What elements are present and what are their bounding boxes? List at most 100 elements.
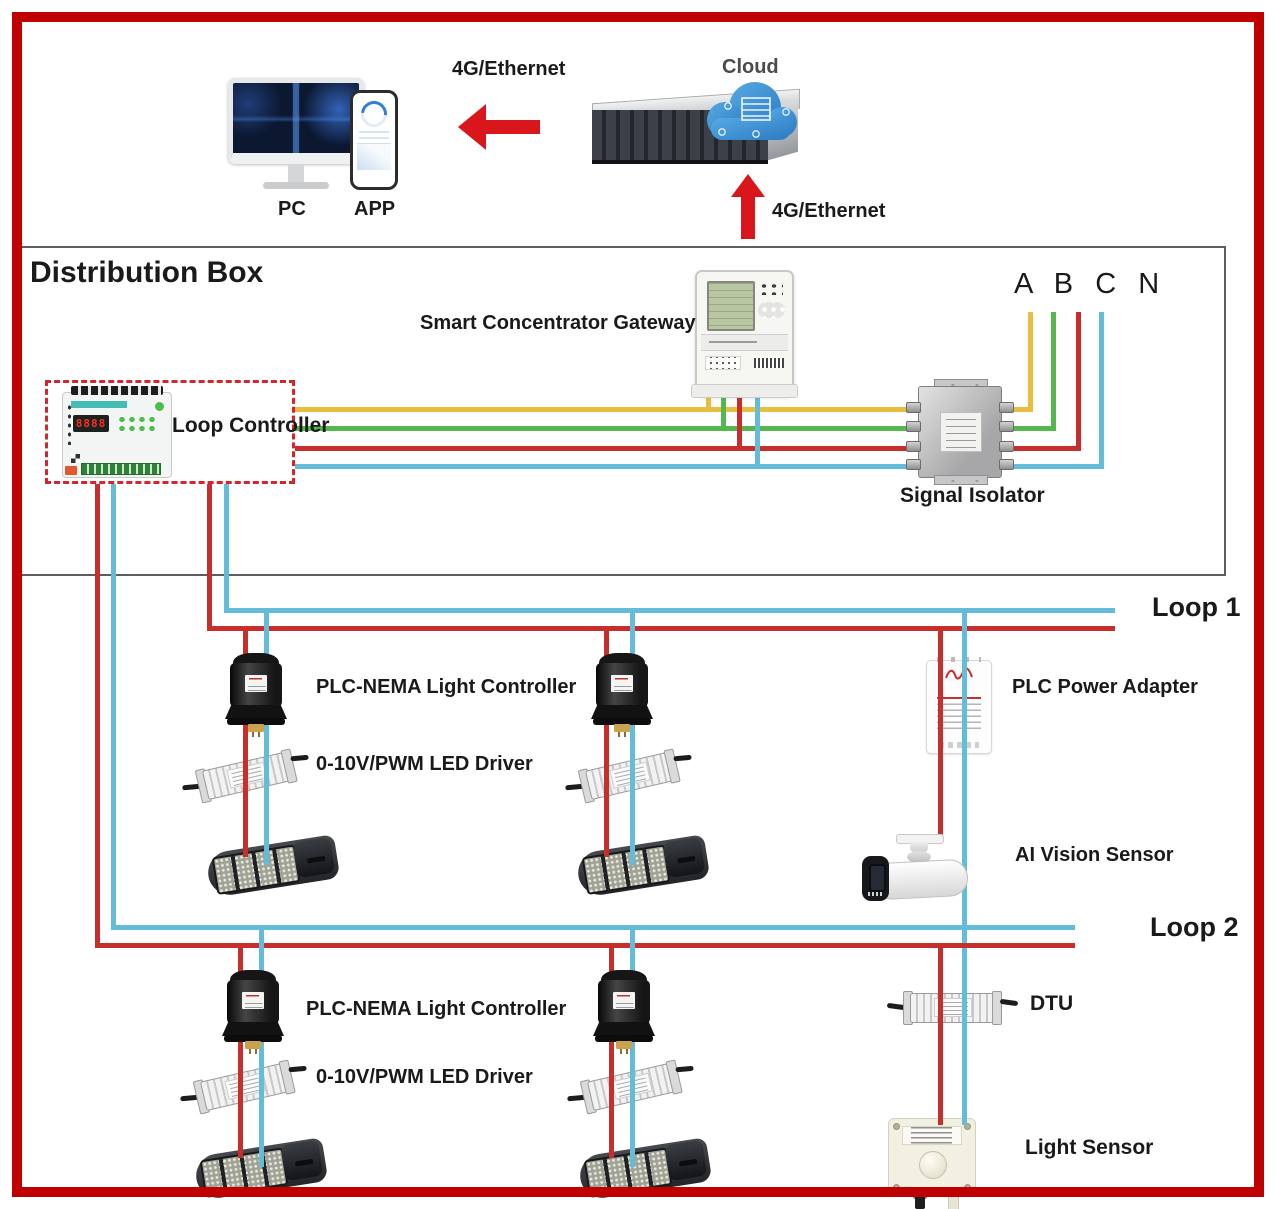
nema-connector: [248, 724, 264, 732]
driver-cable: [673, 754, 692, 762]
wire-phase-c-bus: [295, 446, 924, 451]
up-arrow-shaft: [741, 195, 755, 239]
nema-cap: [230, 970, 276, 982]
gateway-label: Smart Concentrator Gateway: [420, 312, 696, 334]
sensor-screw: [893, 1123, 900, 1130]
app-text-line: [359, 137, 389, 139]
gateway-terminal-cover: [691, 384, 798, 398]
nema-base: [593, 718, 651, 725]
loop-controller-power-button: [155, 402, 164, 411]
nema-base: [224, 1035, 282, 1042]
wire-loop1-blue-feed: [224, 484, 229, 612]
wire-loop1-red-feed: [207, 484, 212, 630]
sensor-screw: [964, 1184, 971, 1191]
wire-feeder-n-elbow: [1002, 464, 1104, 469]
isolator-port: [906, 459, 921, 470]
isolator-bottom-flange: [934, 475, 988, 485]
loop1-drop-red-b: [604, 631, 609, 857]
isolator-port: [999, 459, 1014, 470]
nema-prongs: [620, 1049, 628, 1054]
wire-gateway-phase-a: [706, 390, 711, 412]
wire-loop2-blue-feed: [111, 484, 116, 929]
loop2-label: Loop 2: [1150, 912, 1239, 942]
wire-feeder-n: [1099, 312, 1104, 469]
wire-phase-a-bus: [295, 407, 924, 412]
gateway-label-strip: [701, 334, 788, 351]
loop2-line-blue: [111, 925, 1075, 930]
wan-left-label: 4G/Ethernet: [452, 58, 566, 80]
nema-light-controller: [225, 653, 287, 737]
loop-controller-label: Loop Controller: [172, 414, 330, 437]
nema-prongs: [249, 1049, 257, 1054]
driver-cable: [288, 1065, 307, 1073]
ai-vision-label: AI Vision Sensor: [1015, 844, 1174, 866]
isolator-port: [999, 421, 1014, 432]
loop-controller-orange-connector: [65, 466, 77, 475]
loop1-drop-blue-a: [264, 613, 269, 865]
plc-power-adapter-device: [926, 657, 992, 754]
loop2-drop-blue-b: [630, 930, 635, 1167]
dtu-endcap: [992, 991, 1002, 1025]
driver-cable: [290, 754, 309, 762]
wire-gateway-phase-c: [737, 390, 742, 451]
wire-phase-b-bus: [295, 426, 924, 431]
wire-feeder-a-elbow: [1002, 407, 1033, 412]
loop1-nema-label: PLC-NEMA Light Controller: [316, 676, 577, 698]
loop2-drop-red-a: [238, 948, 243, 1158]
phase-labels: A B C N: [1014, 268, 1167, 300]
nema-sticker: [242, 992, 264, 1009]
nema-prongs: [252, 732, 260, 737]
ai-vision-camera: [858, 834, 978, 906]
loop-controller-accent-strip: [71, 401, 127, 408]
loop2-nema-label: PLC-NEMA Light Controller: [306, 998, 567, 1020]
loop1-driver-label: 0-10V/PWM LED Driver: [316, 753, 533, 775]
pc-label: PC: [278, 198, 306, 220]
loop2-drop-blue-a: [259, 930, 264, 1167]
camera-front-cap: [862, 856, 889, 901]
loop1-drop-blue-b: [630, 613, 635, 865]
nema-sticker: [611, 675, 633, 692]
power-adapter-label: PLC Power Adapter: [1012, 676, 1198, 698]
loop1-drop-red-a: [243, 631, 248, 857]
camera-ir-leds: [868, 892, 884, 896]
distribution-box-title: Distribution Box: [30, 256, 264, 289]
sensor-screw: [893, 1184, 900, 1191]
wire-feeder-c: [1076, 312, 1081, 451]
nema-cap: [599, 653, 645, 665]
isolator-port: [999, 402, 1014, 413]
loop1-line-blue: [224, 608, 1115, 613]
left-arrow-shaft: [484, 120, 540, 134]
nema-light-controller: [591, 653, 653, 737]
wan-right-label: 4G/Ethernet: [772, 200, 886, 222]
driver-cable: [675, 1065, 694, 1073]
gateway-barcode: [754, 358, 784, 368]
loop1-line-red: [207, 626, 1115, 631]
sensor-dome: [919, 1151, 947, 1179]
nema-skirt: [225, 705, 287, 719]
loop-controller-terminal-strip: [81, 463, 161, 475]
nema-connector: [616, 1041, 632, 1049]
led-driver: [180, 1051, 307, 1120]
loop-controller-buttons: [117, 415, 157, 434]
dtu-label: DTU: [1030, 992, 1074, 1015]
nema-connector: [245, 1041, 261, 1049]
loop1-drop-red-c: [938, 631, 943, 843]
wire-feeder-a: [1028, 312, 1033, 412]
nema-sticker: [613, 992, 635, 1009]
sensor-side-pipe: [948, 1192, 959, 1209]
camera-lens: [869, 864, 886, 892]
loop-controller-dashed-box: [45, 380, 295, 484]
led-driver: [565, 740, 692, 809]
street-light: [577, 1135, 714, 1207]
dtu-device: [886, 984, 1019, 1030]
nema-prongs: [618, 732, 626, 737]
nema-light-controller: [222, 970, 284, 1054]
cloud-label: Cloud: [722, 56, 779, 78]
dtu-cable: [999, 998, 1019, 1007]
isolator-port: [999, 441, 1014, 452]
app-sparkline: [357, 143, 391, 170]
adapter-logo: [945, 667, 973, 680]
wire-gateway-phase-b: [721, 390, 726, 431]
app-label: APP: [354, 198, 396, 220]
